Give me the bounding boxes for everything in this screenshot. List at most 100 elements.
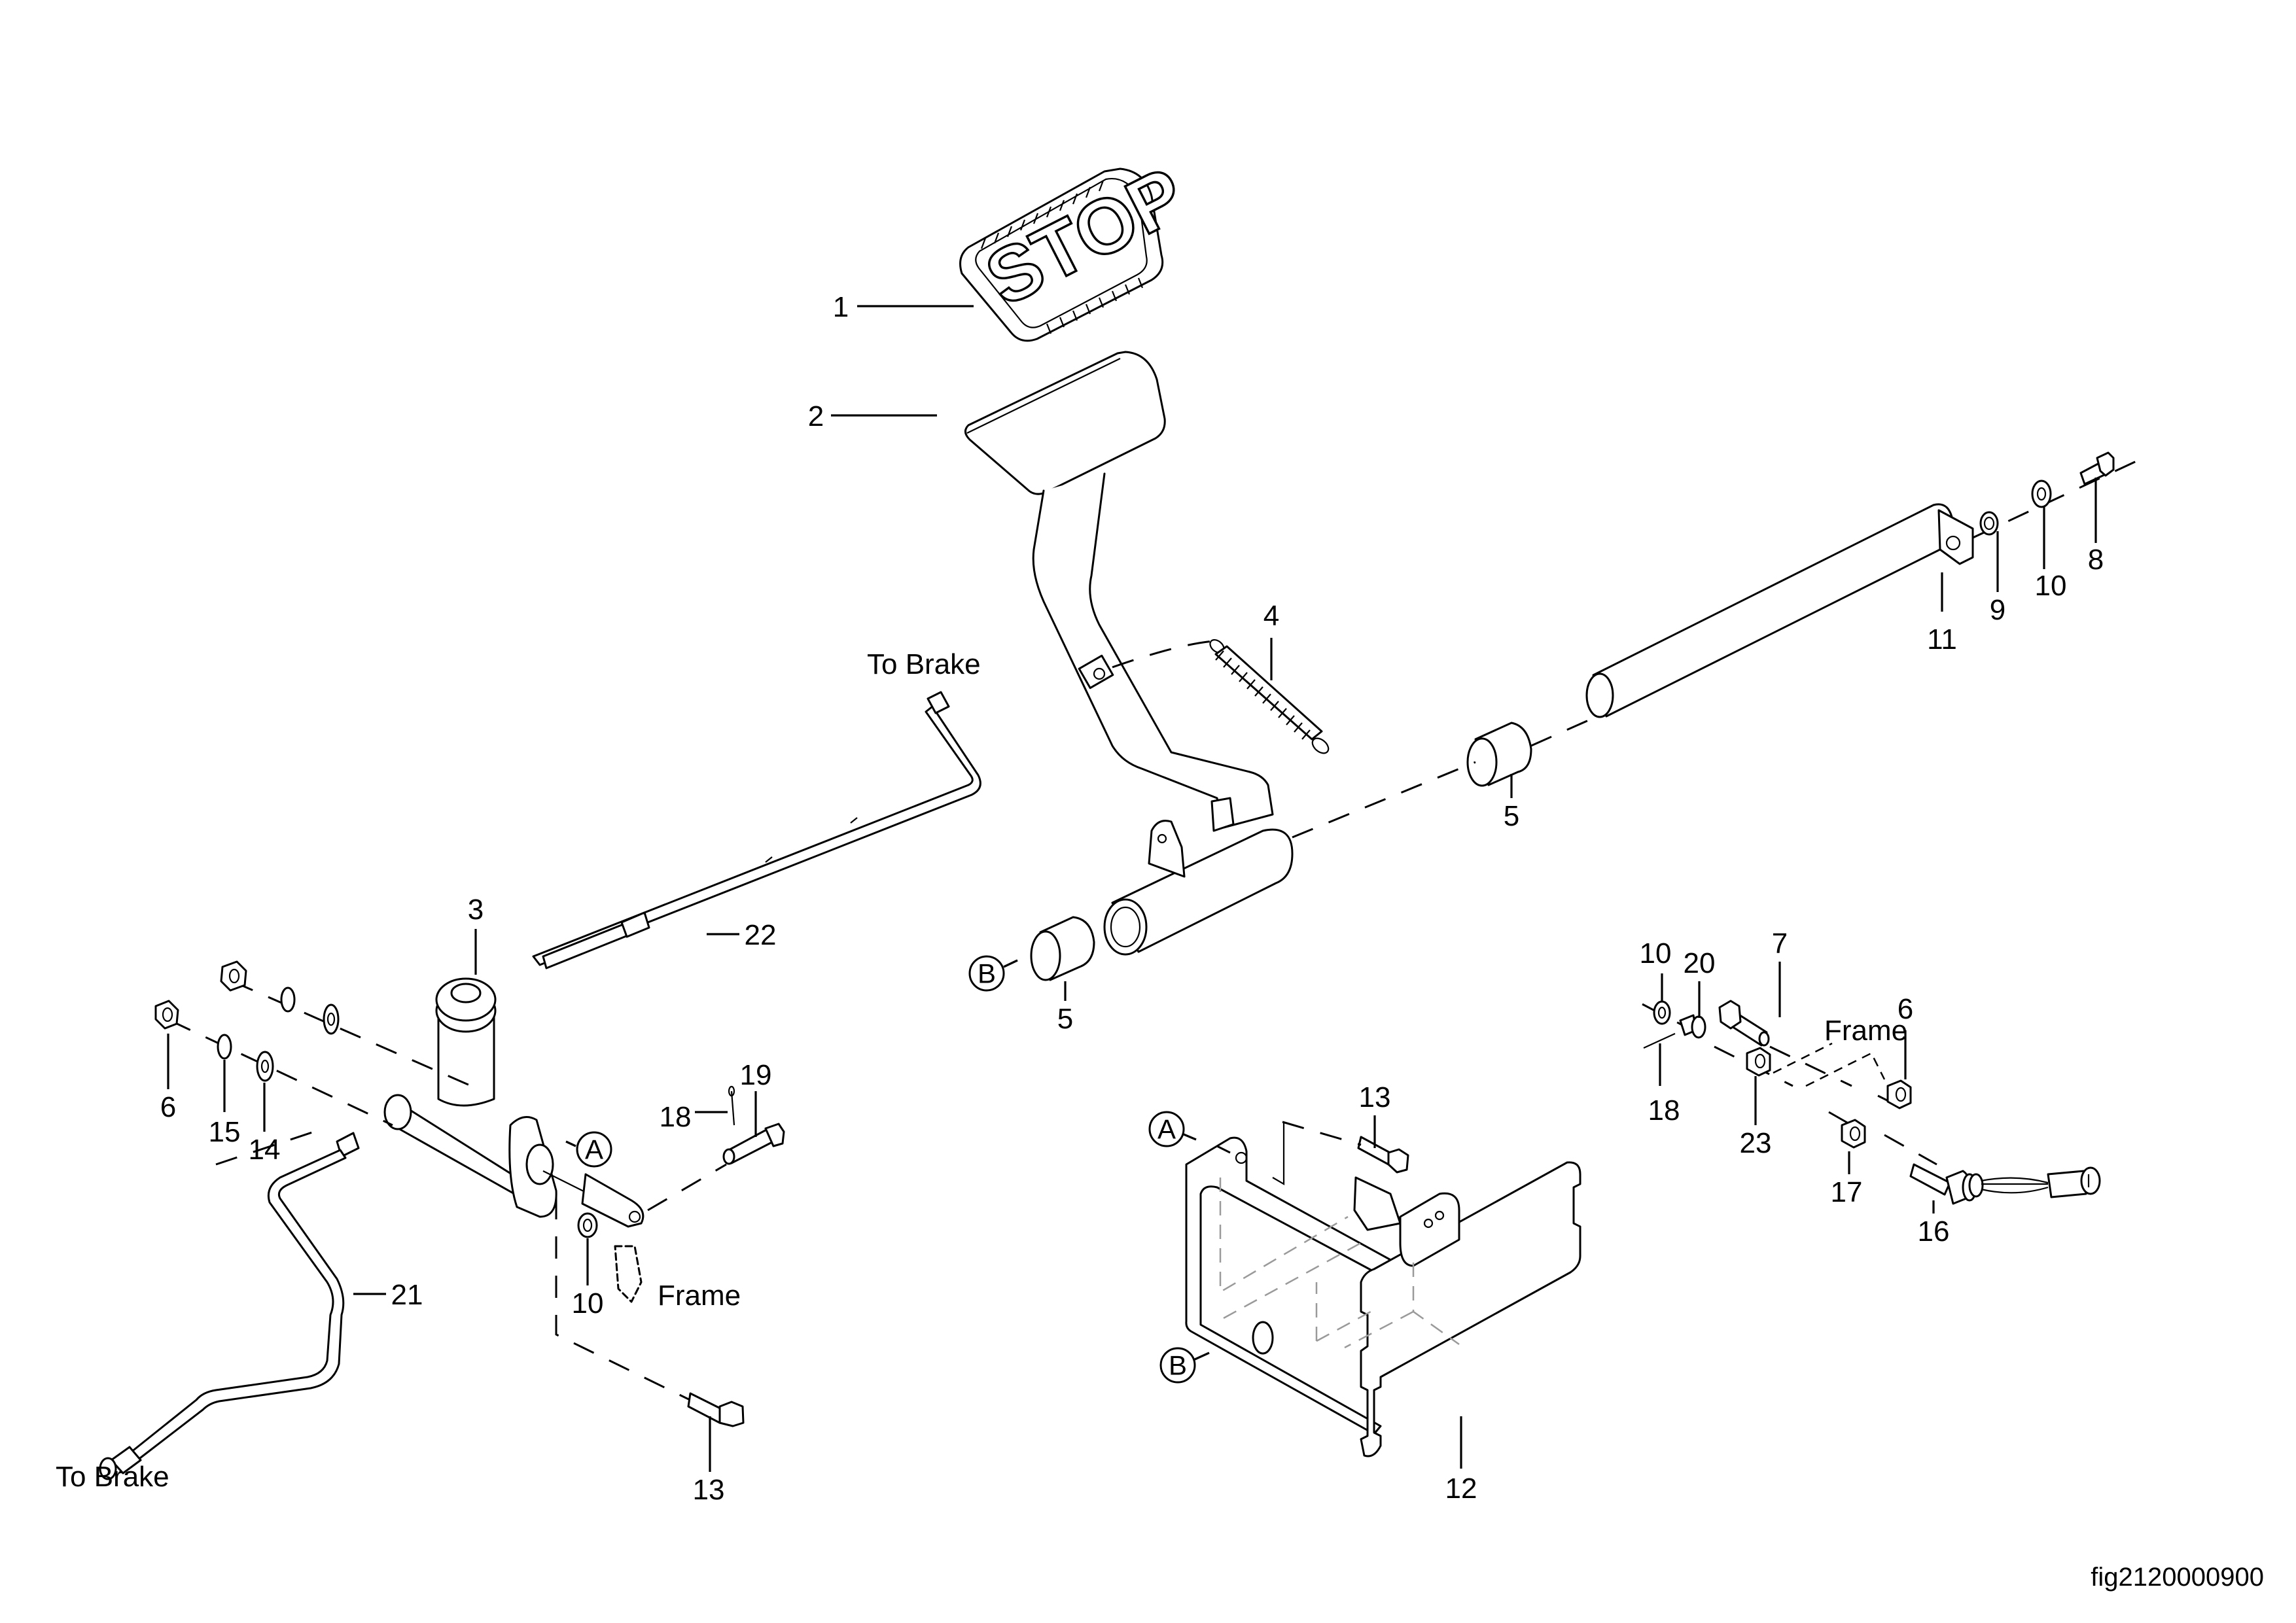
callout-6-left: 6 <box>160 1034 176 1123</box>
callout-4: 4 <box>1263 600 1279 680</box>
nut-17 <box>1841 1119 1866 1149</box>
nut-6-right <box>1886 1079 1912 1109</box>
callout-3: 3 <box>468 894 484 975</box>
spring-coils <box>1215 650 1311 740</box>
callout-label: 11 <box>1927 623 1957 655</box>
callout-label: 14 <box>249 1134 281 1166</box>
callout-14: 14 <box>249 1083 281 1166</box>
note-to-brake-bottom: To Brake <box>56 1461 169 1493</box>
cotter-pin-18-right <box>1643 1033 1676 1049</box>
brake-pedal-arm <box>964 351 1294 956</box>
lock-washer-upper-left <box>280 986 296 1013</box>
ref-letter: A <box>585 1134 603 1165</box>
callout-label: 5 <box>1057 1003 1073 1035</box>
callout-label: 5 <box>1504 800 1519 832</box>
callout-19: 19 <box>740 1059 771 1137</box>
callout-label: 18 <box>660 1101 692 1133</box>
callout-label: 21 <box>391 1279 423 1311</box>
cotter-pin-18-left <box>728 1085 735 1126</box>
washer-10-right <box>1653 1000 1671 1025</box>
bolt-8 <box>2079 451 2115 485</box>
callout-5-upper: 5 <box>1504 774 1519 832</box>
callout-label: 10 <box>572 1287 604 1319</box>
callout-18-right: 18 <box>1648 1043 1680 1126</box>
pin-20 <box>1679 1014 1706 1039</box>
callout-label: 13 <box>1359 1081 1391 1113</box>
callout-label: 18 <box>1648 1094 1680 1126</box>
ref-letter: A <box>1157 1114 1176 1145</box>
callout-label: 6 <box>1898 993 1913 1025</box>
bushing-upper <box>1466 722 1532 787</box>
return-spring <box>1112 639 1330 754</box>
figure-id: fig2120000900 <box>2091 1563 2264 1592</box>
callout-label: 15 <box>209 1116 241 1148</box>
mounting-bracket <box>1185 1136 1581 1457</box>
lock-washer-15 <box>217 1034 232 1060</box>
callout-22: 22 <box>707 919 776 951</box>
callout-16: 16 <box>1918 1200 1950 1248</box>
note-frame-left: Frame <box>658 1280 741 1312</box>
note-frame-right: Frame <box>1824 1015 1907 1047</box>
clevis-pin-19 <box>722 1123 785 1165</box>
callout-17: 17 <box>1831 1151 1863 1208</box>
callout-10-top: 10 <box>2035 507 2067 602</box>
callout-label: 9 <box>1990 594 2005 626</box>
callout-label: 1 <box>833 291 849 323</box>
nut-23 <box>1746 1047 1771 1077</box>
callout-20: 20 <box>1684 947 1716 1018</box>
callout-label: 13 <box>693 1474 725 1506</box>
callout-9: 9 <box>1990 531 2005 626</box>
washer-10-top <box>2031 480 2052 508</box>
bolt-13-bracket <box>1357 1136 1409 1174</box>
ref-letter: B <box>1169 1350 1187 1381</box>
callout-label: 23 <box>1740 1127 1772 1159</box>
callout-label: 8 <box>2088 544 2104 576</box>
callout-18-left: 18 <box>660 1101 728 1133</box>
callout-21: 21 <box>353 1279 423 1311</box>
ref-a-master-cylinder: A <box>565 1131 612 1168</box>
callout-5-lower: 5 <box>1057 981 1073 1035</box>
callout-label: 12 <box>1445 1473 1477 1505</box>
callout-label: 10 <box>1640 937 1672 969</box>
note-to-brake-top: To Brake <box>867 648 981 680</box>
pivot-shaft <box>1585 503 1974 718</box>
callout-11: 11 <box>1927 572 1957 655</box>
brake-line-upper <box>532 691 981 969</box>
callout-10-right: 10 <box>1640 937 1672 1001</box>
callout-8: 8 <box>2088 478 2104 576</box>
callout-label: 22 <box>745 919 777 951</box>
brake-line-lower <box>99 1132 360 1480</box>
lock-washer-9 <box>1979 511 1999 536</box>
callout-label: 16 <box>1918 1215 1950 1248</box>
brake-light-switch-16 <box>1909 1163 2101 1205</box>
callout-label: 20 <box>1684 947 1716 979</box>
callout-label: 10 <box>2035 570 2067 602</box>
stop-pad-cover: STOP <box>959 150 1199 342</box>
callout-label: 7 <box>1772 928 1788 960</box>
ref-b-bracket: B <box>1159 1347 1210 1384</box>
callout-label: 17 <box>1831 1176 1863 1208</box>
callout-6-right: 6 <box>1898 993 1913 1079</box>
callout-label: 2 <box>808 400 824 432</box>
callout-15: 15 <box>209 1060 241 1148</box>
bolt-13-lower <box>687 1392 745 1427</box>
bolt-7 <box>1718 1000 1770 1047</box>
callout-label: 4 <box>1263 600 1279 632</box>
bushing-lower <box>1030 916 1095 981</box>
callout-label: 6 <box>160 1091 176 1123</box>
callout-label: 3 <box>468 894 484 926</box>
callout-10-left: 10 <box>572 1238 604 1319</box>
callout-1: 1 <box>833 291 974 323</box>
callout-12: 12 <box>1445 1416 1477 1505</box>
nut-upper-left <box>220 960 247 992</box>
washer-10-left <box>577 1212 598 1238</box>
callout-2: 2 <box>808 400 937 432</box>
stop-pad-ribs <box>980 180 1144 334</box>
nut-6-left <box>154 1000 179 1030</box>
callout-23: 23 <box>1740 1076 1772 1159</box>
callout-7: 7 <box>1772 928 1788 1017</box>
washer-14 <box>256 1051 274 1082</box>
master-cylinder <box>383 977 645 1303</box>
ref-a-bracket: A <box>1148 1111 1197 1147</box>
